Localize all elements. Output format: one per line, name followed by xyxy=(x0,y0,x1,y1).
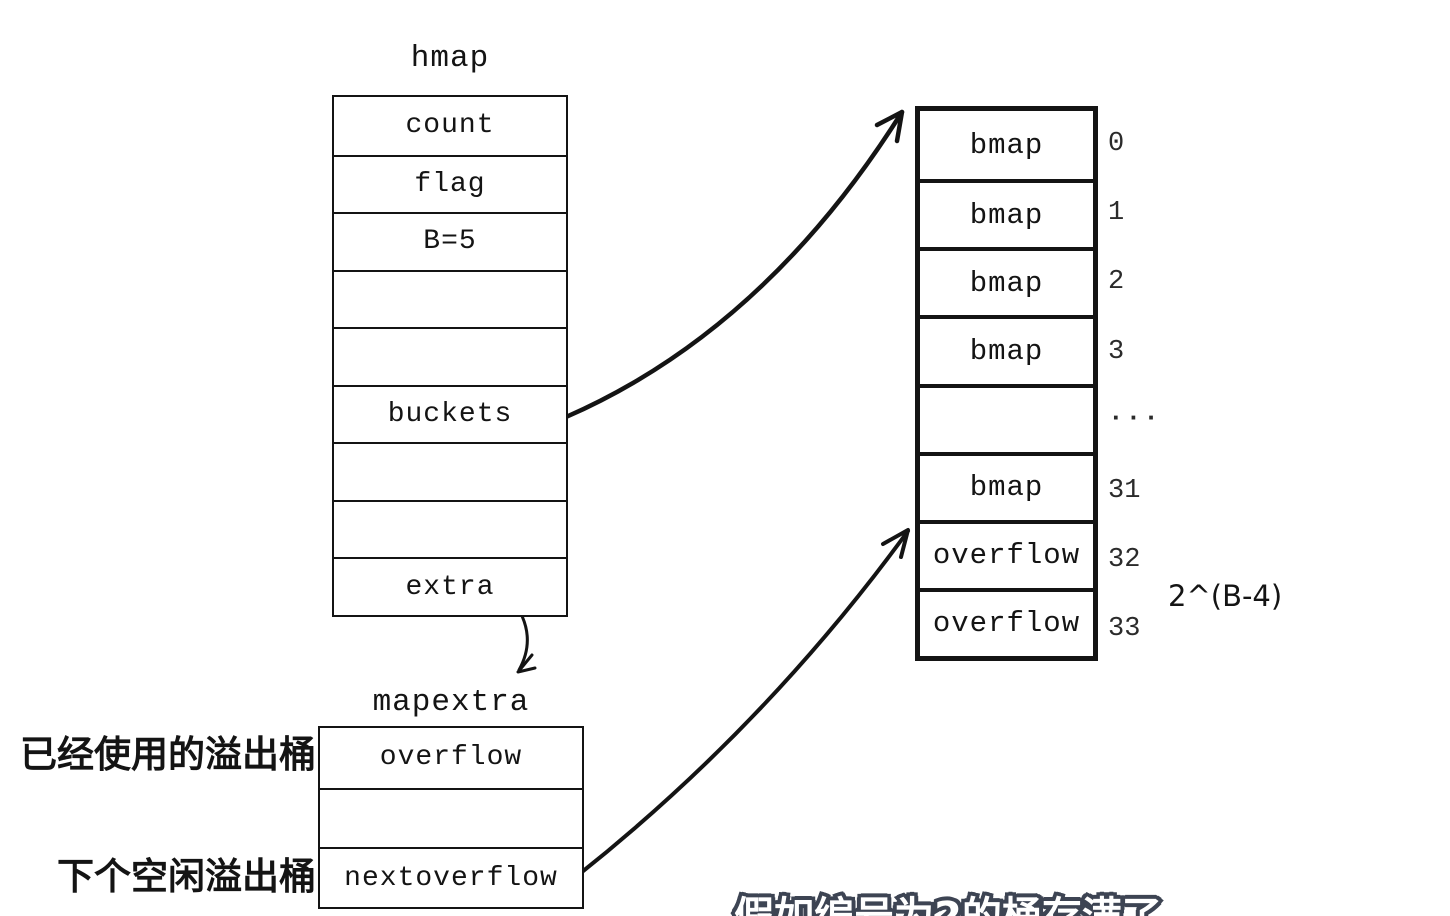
hmap-row-empty-2 xyxy=(334,327,566,385)
hmap-row-empty-3 xyxy=(334,442,566,500)
hmap-title: hmap xyxy=(410,41,490,76)
bucket-index-3: 3 xyxy=(1108,336,1125,367)
bucket-index-1: 1 xyxy=(1108,198,1125,229)
mapextra-row-nextoverflow: nextoverflow xyxy=(320,847,582,907)
bucket-index-column: 0 1 2 3 ··· 31 32 33 xyxy=(1108,106,1178,661)
bucket-index-0: 0 xyxy=(1108,128,1125,159)
mapextra-title: mapextra xyxy=(372,685,530,720)
annotation-used-overflow-buckets: 已经使用的溢出桶 xyxy=(20,733,316,776)
mapextra-row-overflow: overflow xyxy=(379,742,523,774)
arrow-buckets-to-bucket-array xyxy=(563,109,905,420)
bucket-row-32: overflow xyxy=(920,519,1093,588)
bucket-index-31: 31 xyxy=(1108,475,1141,506)
bucket-row-33: overflow xyxy=(920,587,1093,656)
bucket-row-1: bmap xyxy=(920,179,1093,247)
bucket-row-3: bmap xyxy=(920,315,1093,383)
mapextra-row-empty xyxy=(320,787,582,848)
bucket-row-ellipsis xyxy=(920,383,1093,452)
bucket-row-0: bmap xyxy=(969,128,1044,162)
hmap-row-empty-4 xyxy=(334,499,566,558)
subtitle-caption: 假如编号为2的桶存满了 xyxy=(731,884,1166,916)
bucket-index-33: 33 xyxy=(1108,614,1141,645)
bucket-array-size-note: 2^(B-4) xyxy=(1168,579,1283,613)
hmap-row-empty-1 xyxy=(334,269,566,328)
bucket-array: bmap bmap bmap bmap bmap overflow overfl… xyxy=(915,106,1098,661)
bucket-row-2: bmap xyxy=(920,247,1093,315)
hmap-row-buckets: buckets xyxy=(334,384,566,443)
hmap-struct: count flag B=5 buckets extra xyxy=(332,95,568,617)
hmap-row-count: count xyxy=(405,110,495,142)
bucket-row-31: bmap xyxy=(920,451,1093,520)
bucket-index-32: 32 xyxy=(1108,544,1141,575)
hmap-row-flag: flag xyxy=(334,154,566,213)
bucket-index-ellipsis: ··· xyxy=(1108,403,1161,434)
hmap-row-b: B=5 xyxy=(334,212,566,270)
bucket-index-2: 2 xyxy=(1108,267,1125,298)
mapextra-struct: overflow nextoverflow xyxy=(318,726,584,909)
annotation-next-free-overflow-bucket: 下个空闲溢出桶 xyxy=(57,855,316,898)
arrow-nextoverflow-to-overflow-bucket xyxy=(575,528,910,878)
hmap-row-extra: extra xyxy=(334,557,566,615)
